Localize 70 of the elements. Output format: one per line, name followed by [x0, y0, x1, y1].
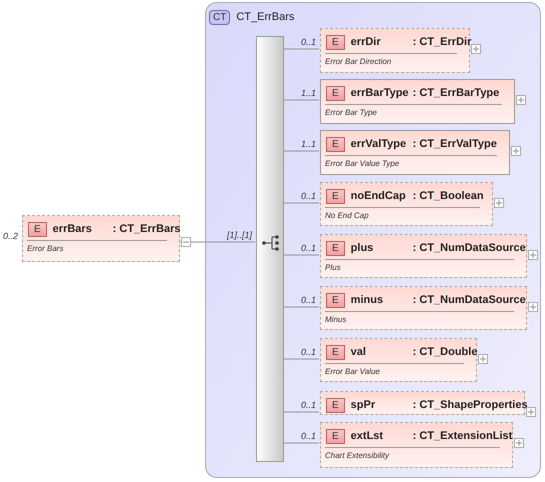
- edge-label: 0..1: [300, 430, 316, 443]
- element-badge: E: [326, 34, 345, 50]
- description-text: Error Bars: [27, 243, 64, 255]
- connector-line: [282, 202, 320, 204]
- description-text: Minus: [325, 314, 346, 326]
- element-badge: E: [326, 344, 345, 360]
- element-name: errValType: [350, 137, 408, 152]
- element-name: errDir: [350, 35, 382, 50]
- edge-label: 0..1: [300, 36, 316, 49]
- element-name: errBarType: [350, 86, 410, 101]
- element-box: [22, 215, 180, 262]
- edge-label: 1..1: [300, 138, 316, 151]
- element-badge: E: [28, 222, 47, 237]
- edge-label: [1]..[1]: [226, 229, 252, 242]
- type-name: : CT_ExtensionList: [412, 429, 512, 444]
- description-text: Error Bar Type: [325, 107, 377, 119]
- connector-line: [282, 358, 320, 360]
- element-badge: E: [326, 188, 345, 204]
- complex-type-panel: [205, 2, 541, 478]
- type-title: CT_ErrBars: [236, 10, 294, 25]
- element-badge: E: [326, 428, 345, 444]
- description-text: Error Bar Value: [325, 366, 380, 378]
- element-box: [320, 286, 527, 330]
- type-name: : CT_ErrValType: [412, 137, 497, 152]
- element-badge: E: [326, 136, 345, 152]
- connector-line: [282, 150, 320, 152]
- element-name: minus: [350, 293, 384, 308]
- element-box: [320, 28, 470, 73]
- element-box: [320, 182, 493, 226]
- element-name: plus: [350, 241, 374, 256]
- type-name: : CT_NumDataSource: [412, 293, 526, 308]
- type-name: : CT_ShapeProperties: [412, 398, 528, 413]
- element-box: [320, 234, 527, 278]
- element-badge: E: [326, 86, 345, 101]
- type-name: : CT_ErrBarType: [412, 86, 500, 101]
- type-badge: CT: [209, 10, 230, 25]
- edge-label: 0..1: [300, 190, 316, 203]
- element-box: [320, 79, 515, 124]
- cardinality-label: 0..2: [2, 230, 18, 243]
- element-badge: E: [326, 398, 345, 413]
- type-name: : CT_ErrDir: [412, 35, 472, 50]
- connector-line: [282, 48, 320, 50]
- element-name: noEndCap: [350, 189, 407, 204]
- element-name: val: [350, 345, 367, 360]
- connector-line: [282, 442, 320, 444]
- type-name: : CT_NumDataSource: [412, 241, 526, 256]
- sequence-bar: [256, 36, 284, 462]
- element-badge: E: [326, 240, 345, 256]
- edge-label: 0..1: [300, 242, 316, 255]
- description-text: Plus: [325, 262, 341, 274]
- element-name: errBars: [52, 222, 93, 237]
- type-name: : CT_Double: [412, 345, 478, 360]
- element-badge: E: [326, 292, 345, 308]
- connector-line: [282, 306, 320, 308]
- description-text: Error Bar Value Type: [325, 158, 400, 170]
- element-name: spPr: [350, 398, 376, 413]
- edge-label: 1..1: [300, 87, 316, 100]
- edge-label: 0..1: [300, 294, 316, 307]
- type-name: : CT_Boolean: [412, 189, 484, 204]
- type-name: : CT_ErrBars: [112, 222, 181, 237]
- element-box: [320, 130, 510, 175]
- element-name: extLst: [350, 429, 384, 444]
- description-text: Chart Extensibility: [325, 450, 390, 462]
- description-text: Error Bar Direction: [325, 56, 392, 68]
- element-box: [320, 422, 513, 468]
- edge-label: 0..1: [300, 346, 316, 359]
- description-text: No End Cap: [325, 210, 369, 222]
- element-box: [320, 338, 477, 382]
- connector-line: [282, 254, 320, 256]
- edge-label: 0..1: [300, 399, 316, 412]
